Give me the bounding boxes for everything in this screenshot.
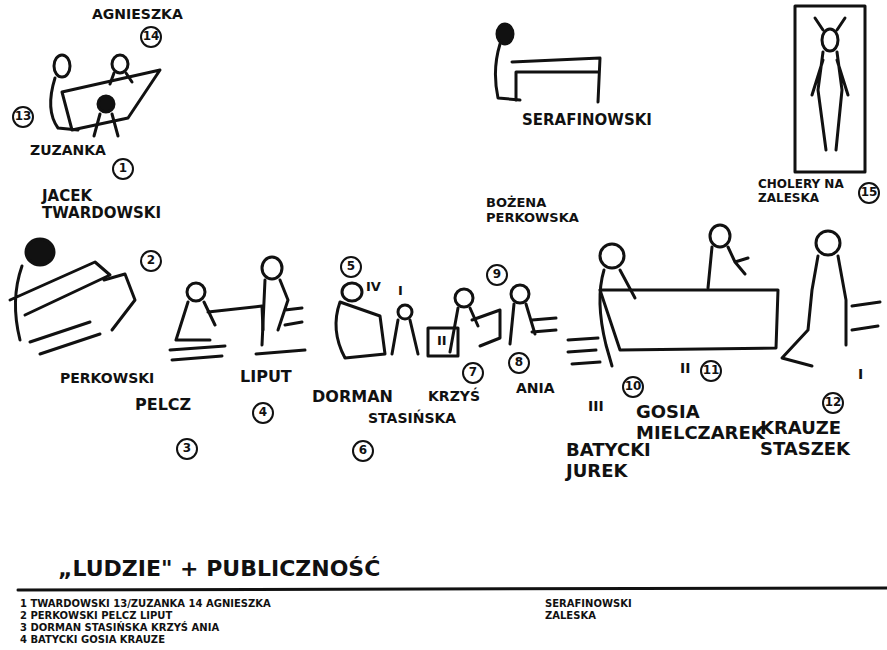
head — [98, 96, 114, 112]
head — [398, 305, 412, 319]
person-name: DORMAN — [312, 388, 393, 406]
callout-number: 15 — [858, 182, 880, 204]
figure-body — [568, 270, 635, 366]
person-name: STASIŃSKA — [368, 410, 456, 426]
head — [497, 24, 513, 44]
head — [600, 244, 624, 268]
table — [62, 70, 160, 130]
head — [262, 257, 282, 279]
callout-number: 2 — [140, 250, 162, 272]
person-name: AGNIESZKA — [92, 6, 183, 22]
person-name: PELCZ — [135, 396, 191, 414]
person-name: GOSIA MIELCZAREK — [636, 402, 764, 443]
title-underline — [18, 588, 887, 590]
cast-list-line: 1 TWARDOWSKI 13/ZUZANKA 14 AGNIESZKA — [20, 598, 271, 610]
door-frame — [795, 6, 865, 172]
person-name: BOŻENA PERKOWSKA — [486, 196, 598, 226]
person-name: IV — [366, 280, 381, 295]
head — [511, 285, 529, 303]
callout-number: 11 — [700, 360, 722, 382]
person-name: KRAUZE STASZEK — [760, 418, 878, 459]
figure-body — [450, 308, 500, 352]
figure-body — [812, 18, 848, 150]
figure-desk — [10, 262, 110, 354]
person-name: ZUZANKA — [30, 142, 106, 158]
person-name: LIPUT — [240, 368, 292, 386]
figure-body — [708, 247, 748, 288]
cast-list-line: 2 PERKOWSKI PELCZ LIPUT — [20, 610, 172, 622]
callout-number: 13 — [12, 106, 34, 128]
head — [26, 239, 54, 265]
callout-number: 7 — [462, 362, 484, 384]
callout-number: 14 — [140, 26, 162, 48]
head — [822, 29, 838, 51]
person-name: JACEK TWARDOWSKI — [42, 188, 172, 223]
person-name: SERAFINOWSKI — [522, 112, 652, 129]
table — [512, 58, 600, 102]
cast-list-line: 4 BATYCKI GOSIA KRAUZE — [20, 634, 165, 646]
person-name: BATYCKI JUREK — [566, 440, 676, 481]
person-name: KRZYŚ — [428, 388, 480, 404]
callout-number: 4 — [252, 402, 274, 424]
figure-body — [782, 256, 880, 366]
person-name: II — [437, 334, 447, 349]
callout-number: 9 — [486, 264, 508, 286]
person-name: I — [858, 366, 863, 382]
head — [112, 55, 128, 73]
callout-number: 1 — [112, 158, 134, 180]
head — [816, 231, 840, 255]
callout-number: 6 — [352, 440, 374, 462]
head — [54, 55, 70, 77]
figure-body — [110, 73, 132, 84]
head — [187, 283, 205, 301]
head — [455, 289, 473, 307]
figure-body — [336, 302, 385, 358]
person-name: ANIA — [516, 380, 555, 396]
callout-number: 8 — [508, 352, 530, 374]
cast-list-line: SERAFINOWSKI ZALESKA — [545, 598, 635, 621]
head — [342, 283, 362, 301]
person-name: CHOLERY NA ZALESKA — [758, 178, 856, 206]
figure-body — [94, 114, 118, 136]
figure-body — [51, 78, 78, 130]
chair — [104, 274, 135, 330]
person-name: I — [398, 284, 403, 299]
table — [600, 290, 778, 350]
figure-body — [170, 302, 263, 360]
callout-number: 3 — [176, 438, 198, 460]
callout-number: 10 — [622, 376, 644, 398]
cast-list-line: 3 DORMAN STASIŃSKA KRZYŚ ANIA — [20, 622, 219, 634]
callout-number: 5 — [340, 256, 362, 278]
figure-body — [392, 320, 418, 354]
person-name: III — [588, 398, 604, 414]
callout-number: 12 — [822, 392, 844, 414]
figure-body — [256, 280, 305, 354]
sketch-title: „LUDZIE" + PUBLICZNOŚĆ — [58, 556, 380, 581]
figure-body — [510, 304, 556, 344]
person-name: II — [680, 360, 690, 376]
person-name: PERKOWSKI — [60, 370, 154, 386]
head — [710, 225, 730, 247]
